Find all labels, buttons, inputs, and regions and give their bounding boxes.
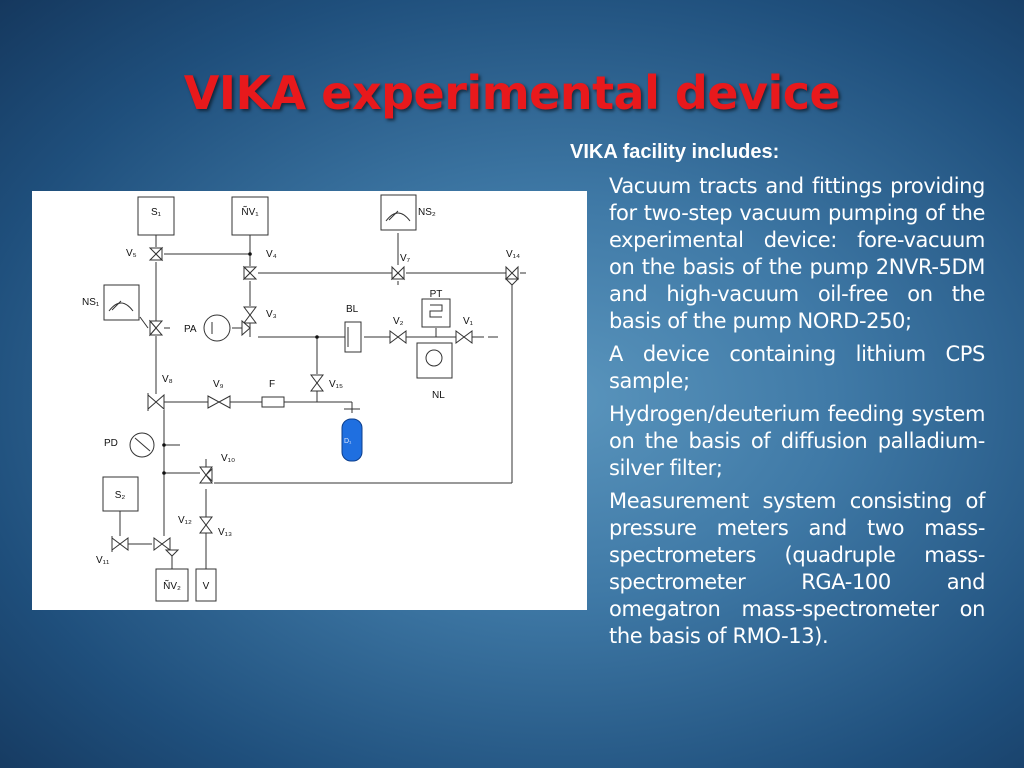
box-nv1: ÑV₁ [231, 196, 269, 236]
slide-title: VIKA experimental device [183, 66, 841, 120]
label-v3: V₃ [266, 309, 277, 320]
label-v5: V₅ [126, 248, 137, 259]
label-d1: D₁ [344, 438, 352, 445]
box-nv2: ÑV₂ [155, 568, 189, 602]
gauge-pa: PA [184, 314, 231, 342]
label-bl: BL [346, 304, 359, 315]
facility-item: Hydrogen/deuterium feeding system on the… [609, 402, 985, 480]
valve-v2: V₂ [389, 316, 407, 344]
label-v1: V₁ [463, 316, 474, 327]
label-v9: V₉ [213, 379, 224, 390]
label-v13: V₁₃ [218, 527, 232, 538]
label-v4: V₄ [266, 249, 277, 260]
valve-v8: V₈ [147, 374, 173, 411]
box-pt: PT [421, 289, 451, 328]
label-pa: PA [184, 324, 197, 335]
label-pd: PD [104, 438, 118, 449]
diagram-svg: S₁ ÑV₁ NS₂ NS₁ PT NL BL S₂ ÑV₂ [82, 194, 526, 602]
vessel-d1: D₁ [341, 408, 363, 462]
valve-v11: V₁₁ [96, 536, 129, 566]
label-v15: V₁₅ [329, 379, 343, 390]
label-pt: PT [430, 289, 443, 300]
valve-v9: V₉ [207, 379, 231, 409]
filter-f: F [261, 379, 285, 408]
gauge-pd: PD [104, 432, 155, 458]
valve-v4: V₄ [242, 249, 277, 281]
label-ns2: NS₂ [418, 207, 436, 218]
label-v10: V₁₀ [221, 453, 235, 464]
label-f: F [269, 379, 275, 390]
facility-item: Measurement system consisting of pressur… [609, 489, 985, 648]
valve-v7: V₇ [390, 253, 411, 281]
box-bl: BL [344, 304, 362, 353]
label-nl: NL [432, 390, 445, 401]
valve-v1: V₁ [455, 316, 498, 344]
label-v12: V₁₂ [178, 515, 192, 526]
label-s2: S₂ [115, 490, 126, 501]
valve-v14: V₁₄ [504, 249, 520, 286]
facility-heading: VIKA facility includes: [570, 141, 780, 163]
label-v14: V₁₄ [506, 249, 520, 260]
valve-v15: V₁₅ [310, 374, 343, 392]
valve-v10: V₁₀ [199, 453, 235, 484]
valve-v12: V₁₂ [153, 515, 192, 557]
facility-item: Vacuum tracts and fittings providing for… [609, 174, 985, 333]
gauge-ns2: NS₂ [380, 194, 436, 231]
junction-dots [162, 252, 319, 475]
label-v7: V₇ [400, 253, 411, 264]
label-v: V [203, 581, 210, 592]
facility-items-list: Vacuum tracts and fittings providing for… [609, 173, 985, 656]
pipe-lines [119, 233, 526, 569]
box-s1: S₁ [137, 196, 175, 236]
box-nl: NL [416, 342, 453, 401]
valve-ns1-side [148, 319, 164, 337]
facility-item: A device containing lithium CPS sample; [609, 342, 985, 393]
valve-v5: V₅ [126, 246, 164, 262]
vacuum-system-diagram: S₁ ÑV₁ NS₂ NS₁ PT NL BL S₂ ÑV₂ [32, 191, 587, 610]
label-v11: V₁₁ [96, 555, 110, 566]
label-v8: V₈ [162, 374, 173, 385]
box-s2: S₂ [102, 476, 139, 512]
label-s1: S₁ [151, 207, 162, 218]
valve-v13: V₁₃ [199, 516, 232, 538]
label-nv2: ÑV₂ [163, 579, 181, 592]
label-ns1: NS₁ [82, 297, 100, 308]
box-v: V [195, 568, 217, 602]
gauge-ns1: NS₁ [82, 284, 140, 321]
label-v2: V₂ [393, 316, 404, 327]
valve-v3: V₃ [241, 306, 277, 337]
label-nv1: ÑV₁ [241, 205, 259, 218]
